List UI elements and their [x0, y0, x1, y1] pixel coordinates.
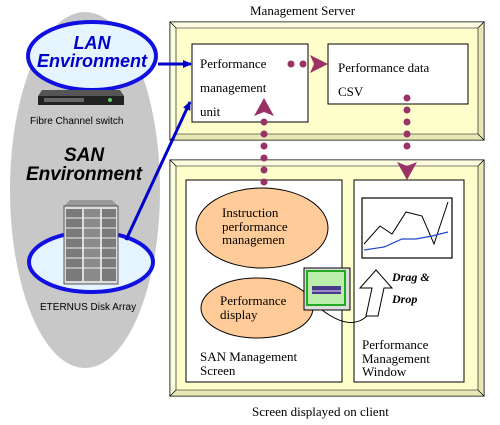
- performance-data-csv-box: [327, 43, 469, 105]
- san-label-line2: Environment: [25, 164, 143, 185]
- instruction-oval-label: Instruction performance managemen: [222, 206, 288, 247]
- drag-drop-arrow: [321, 269, 394, 323]
- instruction-to-unit-dotted-arrow: [254, 98, 274, 186]
- array-to-unit-arrow: [124, 101, 192, 241]
- unit-to-csv-dotted-arrow: [287, 55, 328, 73]
- san-management-screen-label: SAN Management Screen: [200, 350, 297, 377]
- lan-label-line2: Environment: [36, 51, 147, 71]
- instr-label-line3: managemen: [222, 232, 285, 248]
- fibre-channel-switch-label: Fibre Channel switch: [30, 116, 124, 127]
- performance-data-csv-label: Performance data CSV: [338, 56, 429, 104]
- device-thumbnail: [303, 267, 351, 311]
- display-label-line2: display: [220, 306, 258, 322]
- san-environment-label: SAN Environment: [4, 146, 164, 184]
- performance-display-label: Performance display: [220, 294, 286, 321]
- drag-label-line1: Drag &: [392, 270, 430, 284]
- screen-label-line1: SAN Management: [200, 349, 298, 364]
- instr-label-line1: Instruction: [222, 205, 279, 220]
- window-label-line3: Window: [362, 364, 407, 380]
- performance-management-window-label: Performance Management Window: [362, 338, 430, 379]
- instr-label-line2: performance: [222, 218, 288, 234]
- performance-graph-thumbnail: [361, 197, 453, 259]
- drag-and-drop-label: Drag & Drop: [392, 266, 430, 310]
- screen-label-line2: Screen: [200, 362, 236, 378]
- unit-label-line2: management: [200, 80, 267, 95]
- unit-label-line3: unit: [200, 104, 221, 119]
- display-label-line1: Performance: [220, 293, 287, 308]
- csv-to-window-dotted-arrow: [397, 94, 417, 180]
- instruction-oval: [195, 187, 329, 269]
- performance-management-unit-box: [191, 43, 309, 123]
- window-label-line1: Performance: [362, 337, 429, 352]
- unit-label-line1: Performance: [200, 56, 267, 71]
- disk-array-icon: [63, 200, 119, 285]
- fibre-channel-switch-icon: [38, 90, 124, 105]
- eternus-disk-array-label: ETERNUS Disk Array: [40, 302, 137, 313]
- lan-label-line1: LAN: [73, 33, 111, 53]
- csv-label-line1: Performance data: [338, 60, 430, 75]
- management-server-title: Management Server: [250, 3, 356, 18]
- drag-label-line2: Drop: [392, 292, 418, 306]
- window-label-line2: Management: [362, 350, 430, 366]
- san-label-line1: SAN: [63, 145, 105, 166]
- screen-displayed-on-client-caption: Screen displayed on client: [252, 404, 389, 419]
- lan-environment-label: LAN Environment: [28, 34, 156, 70]
- csv-label-line2: CSV: [338, 84, 364, 99]
- performance-management-unit-label: Performance management unit: [200, 52, 266, 124]
